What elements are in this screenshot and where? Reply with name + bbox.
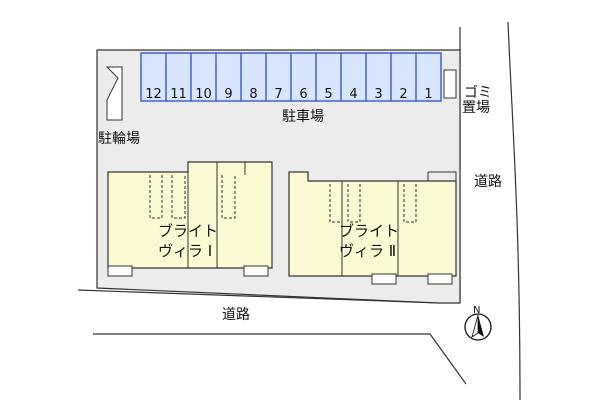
parking-space-number: 6 — [299, 87, 307, 102]
parking-space-number: 2 — [399, 87, 407, 102]
bicycle-parking-label: 駐輪場 — [98, 130, 140, 147]
building-2: ブライト ヴィラ Ⅱ — [288, 171, 457, 285]
north-label: N — [473, 305, 480, 316]
parking-space-number: 9 — [224, 87, 232, 102]
building-2-name-line1: ブライト — [339, 222, 399, 240]
north-arrow: N — [464, 305, 492, 341]
parking-space-number: 8 — [249, 87, 257, 102]
parking-spaces: 12 11 10 9 8 7 6 5 4 3 2 1 — [145, 53, 433, 102]
garbage-label-line1: ゴミ — [464, 84, 492, 101]
building-1: ブライト ヴィラ Ⅰ — [107, 161, 273, 277]
parking-space-number: 12 — [145, 87, 162, 102]
parking-space-number: 4 — [349, 87, 357, 102]
parking-space-number: 10 — [195, 87, 212, 102]
bicycle-shed — [105, 66, 123, 121]
road-east-label: 道路 — [474, 174, 502, 190]
road-east — [459, 21, 521, 400]
garbage-box — [443, 69, 457, 99]
building-1-name-line2: ヴィラ Ⅰ — [158, 242, 212, 260]
parking-area: 12 11 10 9 8 7 6 5 4 3 2 1 — [140, 52, 442, 102]
parking-space-number: 1 — [424, 87, 432, 102]
garbage-label-line2: 置場 — [462, 100, 490, 116]
road-south-label: 道路 — [222, 307, 250, 323]
parking-space-number: 3 — [374, 87, 382, 102]
car-parking-label: 駐車場 — [282, 108, 324, 125]
building-2-name-line2: ヴィラ Ⅱ — [339, 242, 396, 260]
road-south — [77, 289, 467, 385]
parking-space-number: 5 — [324, 87, 332, 102]
building-1-name-line1: ブライト — [158, 222, 218, 240]
parking-space-number: 7 — [274, 87, 282, 102]
parking-space-number: 11 — [170, 87, 187, 102]
